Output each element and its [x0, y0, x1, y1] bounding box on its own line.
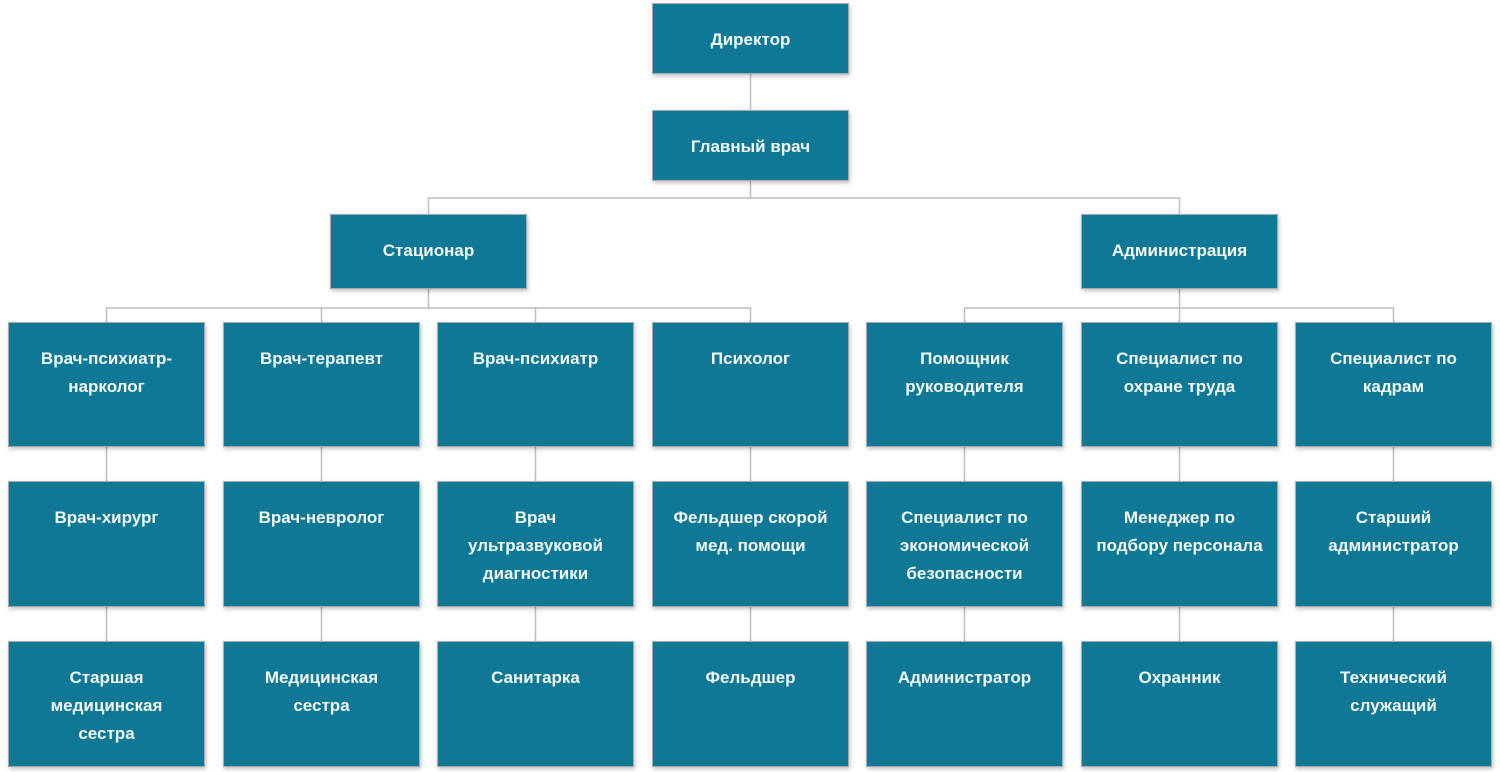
org-node-recruiting-manager: Менеджер по подбору персонала	[1081, 481, 1278, 607]
org-node-label: Врач-психиатр	[472, 349, 599, 368]
org-node-label: Врач ультразвуковой диагностики	[467, 508, 604, 583]
org-node-economic-security-specialist: Специалист по экономической безопасности	[866, 481, 1063, 607]
org-node-label: Фельдшер скорой мед. помощи	[673, 508, 828, 555]
org-node-surgeon: Врач-хирург	[8, 481, 205, 607]
org-node-label: Врач-терапевт	[259, 349, 384, 368]
org-node-psychiatrist-narcologist: Врач-психиатр-нарколог	[8, 322, 205, 447]
org-node-technical-worker: Технический служащий	[1295, 641, 1492, 767]
org-node-label: Специалист по кадрам	[1330, 349, 1457, 396]
org-node-label: Специалист по экономической безопасности	[899, 508, 1030, 583]
org-node-administrator: Администратор	[866, 641, 1063, 767]
org-node-inpatient-department: Стационар	[330, 214, 527, 289]
org-node-orderly: Санитарка	[437, 641, 634, 767]
org-node-neurologist: Врач-невролог	[223, 481, 420, 607]
org-node-head-nurse: Старшая медицинская сестра	[8, 641, 205, 767]
org-node-label: Старшая медицинская сестра	[50, 668, 163, 743]
org-node-label: Администрация	[1111, 241, 1248, 260]
org-node-senior-administrator: Старший администратор	[1295, 481, 1492, 607]
org-node-ambulance-paramedic: Фельдшер скорой мед. помощи	[652, 481, 849, 607]
org-node-label: Главный врач	[690, 137, 811, 156]
org-node-paramedic: Фельдшер	[652, 641, 849, 767]
org-node-label: Старший администратор	[1328, 508, 1459, 555]
org-node-nurse: Медицинская сестра	[223, 641, 420, 767]
org-node-label: Медицинская сестра	[264, 668, 379, 715]
org-node-label: Директор	[710, 30, 791, 49]
org-node-psychiatrist: Врач-психиатр	[437, 322, 634, 447]
org-node-label: Помощник руководителя	[905, 349, 1024, 396]
org-node-administration: Администрация	[1081, 214, 1278, 289]
org-node-label: Фельдшер	[705, 668, 796, 687]
org-node-label: Стационар	[382, 241, 475, 260]
org-node-label: Администратор	[897, 668, 1032, 687]
org-node-label: Врач-хирург	[54, 508, 159, 527]
org-node-label: Охранник	[1138, 668, 1221, 687]
org-node-therapist: Врач-терапевт	[223, 322, 420, 447]
org-node-director: Директор	[652, 3, 849, 74]
org-node-labor-safety-specialist: Специалист по охране труда	[1081, 322, 1278, 447]
org-node-label: Технический служащий	[1340, 668, 1447, 715]
org-node-chief-physician: Главный врач	[652, 110, 849, 181]
org-node-label: Специалист по охране труда	[1116, 349, 1243, 396]
org-node-hr-specialist: Специалист по кадрам	[1295, 322, 1492, 447]
org-node-label: Врач-психиатр-нарколог	[40, 349, 173, 396]
org-node-ultrasound-doctor: Врач ультразвуковой диагностики	[437, 481, 634, 607]
org-node-label: Врач-невролог	[258, 508, 385, 527]
org-node-psychologist: Психолог	[652, 322, 849, 447]
org-node-label: Менеджер по подбору персонала	[1096, 508, 1263, 555]
org-node-assistant-to-director: Помощник руководителя	[866, 322, 1063, 447]
org-node-label: Санитарка	[491, 668, 580, 687]
org-node-label: Психолог	[710, 349, 791, 368]
org-node-security-guard: Охранник	[1081, 641, 1278, 767]
